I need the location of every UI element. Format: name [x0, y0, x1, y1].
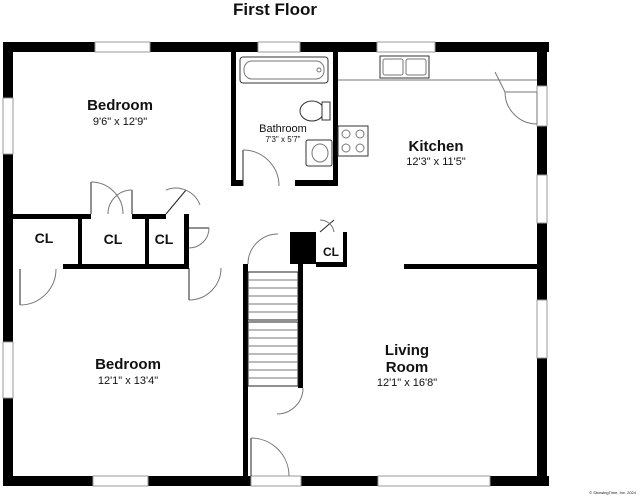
room-name-line1: Living — [385, 342, 429, 359]
room-name-line2: Room — [386, 359, 429, 376]
stove — [337, 125, 369, 157]
room-name: Kitchen — [408, 138, 463, 155]
room-bathroom: Bathroom 7'3" x 5'7" — [259, 123, 307, 144]
room-name: Bedroom — [95, 356, 161, 373]
room-name: Bedroom — [87, 97, 153, 114]
closet-label: CL — [323, 245, 339, 259]
bathtub — [239, 56, 329, 84]
closet-label: CL — [155, 231, 174, 247]
room-living: Living Room 12'1" x 16'8" — [377, 342, 437, 389]
room-name: Bathroom — [259, 123, 307, 135]
floor-title: First Floor — [233, 0, 317, 19]
windows — [2, 41, 548, 487]
closet-label: CL — [35, 230, 54, 246]
room-dims: 7'3" x 5'7" — [266, 135, 301, 144]
bathroom-fixtures — [239, 56, 333, 167]
room-bedroom-top: Bedroom 9'6" x 12'9" — [87, 97, 153, 128]
room-dims: 9'6" x 12'9" — [93, 116, 147, 128]
room-dims: 12'1" x 16'8" — [377, 377, 437, 389]
room-kitchen: Kitchen 12'3" x 11'5" — [406, 138, 466, 168]
interior-walls — [13, 52, 537, 476]
room-dims: 12'3" x 11'5" — [406, 156, 466, 168]
kitchen-sink — [379, 55, 430, 79]
toilet — [299, 100, 325, 122]
kitchen-fixtures — [337, 55, 537, 157]
doors — [19, 71, 538, 477]
staircase — [247, 271, 299, 387]
room-dims: 12'1" x 13'4" — [98, 375, 158, 387]
closet-label: CL — [104, 231, 123, 247]
room-bedroom-bottom: Bedroom 12'1" x 13'4" — [95, 356, 161, 387]
copyright-text: © ShowingTime, Inc. 2024 — [589, 490, 637, 495]
